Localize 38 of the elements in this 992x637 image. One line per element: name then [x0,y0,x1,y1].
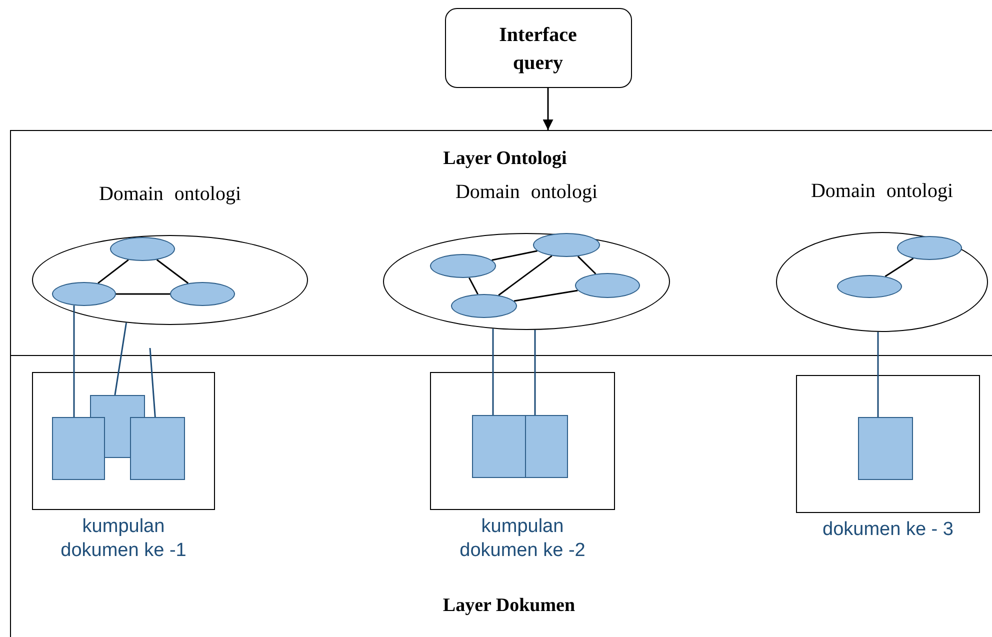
document-caption: dokumen ke - 3 [822,518,954,542]
concept-ellipse [575,273,640,298]
connector-line [492,250,538,261]
connector-line [98,259,129,284]
layer-title: Layer Dokumen [442,594,576,618]
concept-ellipse [430,254,496,278]
connector-line [114,322,128,396]
connector-line [492,328,494,415]
connector-line [577,256,596,274]
arrow [542,88,554,130]
document-rectangle [52,417,105,480]
document-caption: kumpulan dokumen ke -2 [458,515,586,563]
connector-line [156,259,189,284]
concept-ellipse [451,294,517,318]
domain-heading: Domain ontologi [454,180,599,204]
node-label: Interface query [498,23,578,76]
connector-line [514,290,578,302]
connector-line [884,258,914,278]
domain-heading: Domain ontologi [98,182,242,206]
concept-ellipse [52,282,116,306]
connector-line [468,277,478,295]
concept-ellipse [533,233,600,257]
connector-line [534,330,536,415]
connector-line [149,348,156,418]
connector-line [116,293,170,295]
interface-box [445,8,632,88]
connector-line [73,305,75,417]
document-rectangle [130,417,185,480]
document-rectangle [525,415,568,478]
document-rectangle [858,417,913,480]
concept-ellipse [110,237,175,261]
document-caption: kumpulan dokumen ke -1 [60,515,188,563]
layer-title: Layer Ontologi [442,147,568,171]
domain-heading: Domain ontologi [810,179,954,203]
layer-band [10,130,992,356]
connector-line [498,255,552,296]
connector-line [877,332,879,417]
document-rectangle [472,415,526,478]
